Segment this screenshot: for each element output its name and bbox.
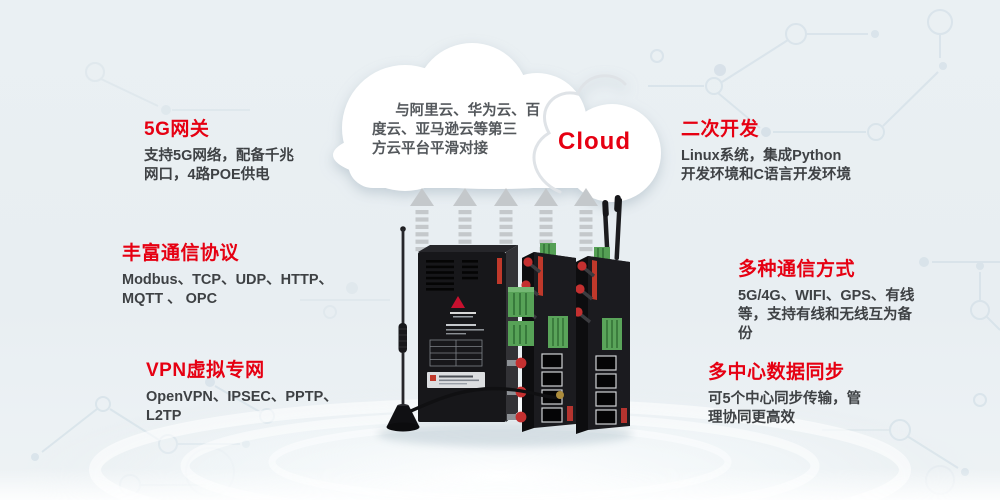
up-arrow-icon bbox=[453, 188, 477, 252]
feature-body: OpenVPN、IPSEC、PPTP、L2TP bbox=[146, 389, 338, 424]
terminal-blocks bbox=[508, 287, 534, 346]
feature-secondary-development: 二次开发 Linux系统，集成Python开发环境和C语言开发环境 bbox=[681, 114, 851, 185]
feature-data-sync: 多中心数据同步 可5个中心同步传输，管理协同更高效 bbox=[708, 357, 868, 428]
feature-body: 5G/4G、WIFI、GPS、有线等，支持有线和无线互为备份 bbox=[738, 288, 915, 342]
feature-title: 丰富通信协议 bbox=[122, 243, 240, 264]
antenna-cable bbox=[403, 386, 561, 416]
cloud-description-line: 方云平台平滑对接 bbox=[372, 141, 488, 157]
cloud-shape bbox=[333, 43, 661, 202]
feature-title: 5G网关 bbox=[144, 119, 210, 140]
up-arrow-icon bbox=[494, 188, 518, 252]
up-arrow-icon bbox=[410, 188, 434, 252]
device-ground-shadow bbox=[377, 421, 633, 447]
gateway-device-left bbox=[418, 245, 534, 423]
product-label bbox=[427, 372, 485, 388]
whip-antenna bbox=[386, 226, 564, 432]
cloud-description-line: 与阿里云、华为云、百 bbox=[395, 103, 541, 119]
up-arrow-icon bbox=[534, 188, 558, 252]
cloud-description: 与阿里云、华为云、百 度云、亚马逊云等第三 方云平台平滑对接 bbox=[372, 102, 547, 159]
feature-5g-gateway: 5G网关 支持5G网络，配备千兆网口，4路POE供电 bbox=[144, 114, 299, 185]
feature-body: 支持5G网络，配备千兆网口，4路POE供电 bbox=[144, 148, 294, 183]
cloud-description-line: 度云、亚马逊云等第三 bbox=[372, 122, 517, 138]
feature-protocols: 丰富通信协议 Modbus、TCP、UDP、HTTP、MQTT 、 OPC bbox=[122, 238, 340, 309]
ethernet-ports bbox=[595, 355, 617, 425]
gateway-device-right bbox=[573, 194, 630, 434]
inner-cloud-outline bbox=[532, 74, 627, 194]
device-antenna bbox=[614, 198, 623, 260]
feature-vpn: VPN虚拟专网 OpenVPN、IPSEC、PPTP、L2TP bbox=[146, 355, 341, 426]
feature-body: Modbus、TCP、UDP、HTTP、MQTT 、 OPC bbox=[122, 272, 334, 307]
device-antenna bbox=[602, 203, 610, 261]
vent-slots bbox=[426, 260, 478, 291]
brand-logo bbox=[450, 296, 476, 318]
gateway-devices-illustration bbox=[377, 194, 633, 447]
cloud-label: Cloud bbox=[558, 128, 631, 155]
feature-body: 可5个中心同步传输，管理协同更高效 bbox=[708, 391, 862, 426]
feature-title: 多种通信方式 bbox=[738, 259, 856, 280]
upload-arrows bbox=[410, 188, 598, 252]
feature-title: VPN虚拟专网 bbox=[146, 360, 265, 381]
spec-table bbox=[429, 339, 483, 367]
model-text-lines bbox=[446, 324, 484, 335]
feature-title: 二次开发 bbox=[681, 119, 760, 140]
feature-body: Linux系统，集成Python开发环境和C语言开发环境 bbox=[681, 148, 851, 183]
up-arrow-icon bbox=[574, 188, 598, 252]
feature-communication-methods: 多种通信方式 5G/4G、WIFI、GPS、有线等，支持有线和无线互为备份 bbox=[738, 254, 918, 344]
feature-title: 多中心数据同步 bbox=[708, 362, 845, 383]
